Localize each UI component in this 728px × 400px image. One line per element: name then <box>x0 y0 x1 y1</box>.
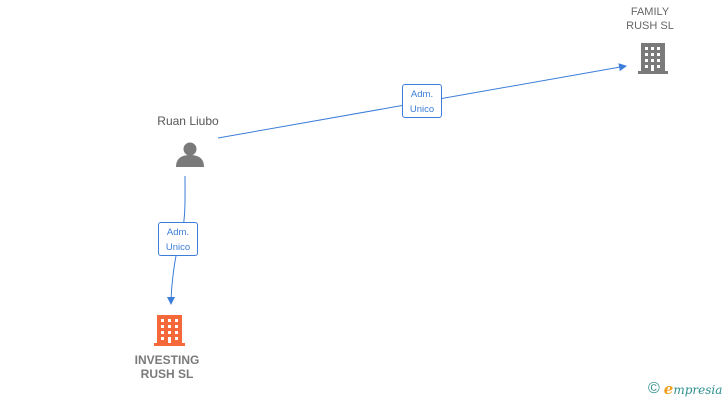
building-icon-highlighted[interactable] <box>154 315 185 346</box>
empresia-logo: © empresia <box>648 379 722 399</box>
company-name-investing-rush[interactable]: INVESTING RUSH SL <box>134 353 200 381</box>
brand-wordmark: empresia <box>663 380 723 398</box>
building-icon[interactable] <box>638 43 668 74</box>
person-icon[interactable] <box>176 142 204 168</box>
edge-label-investing-rush: Adm. Unico <box>158 222 198 256</box>
edge-label-line1: Adm. <box>166 227 190 238</box>
edge-label-line1: Adm. <box>410 89 434 100</box>
edge-label-line2: Unico <box>409 104 435 115</box>
person-name-ruan-liubo[interactable]: Ruan Liubo <box>157 114 219 128</box>
company-name-family-rush[interactable]: FAMILY RUSH SL <box>626 6 674 32</box>
edge-label-line2: Unico <box>165 242 191 253</box>
copyright-icon: © <box>648 380 660 397</box>
edge-label-family-rush: Adm. Unico <box>402 84 442 118</box>
